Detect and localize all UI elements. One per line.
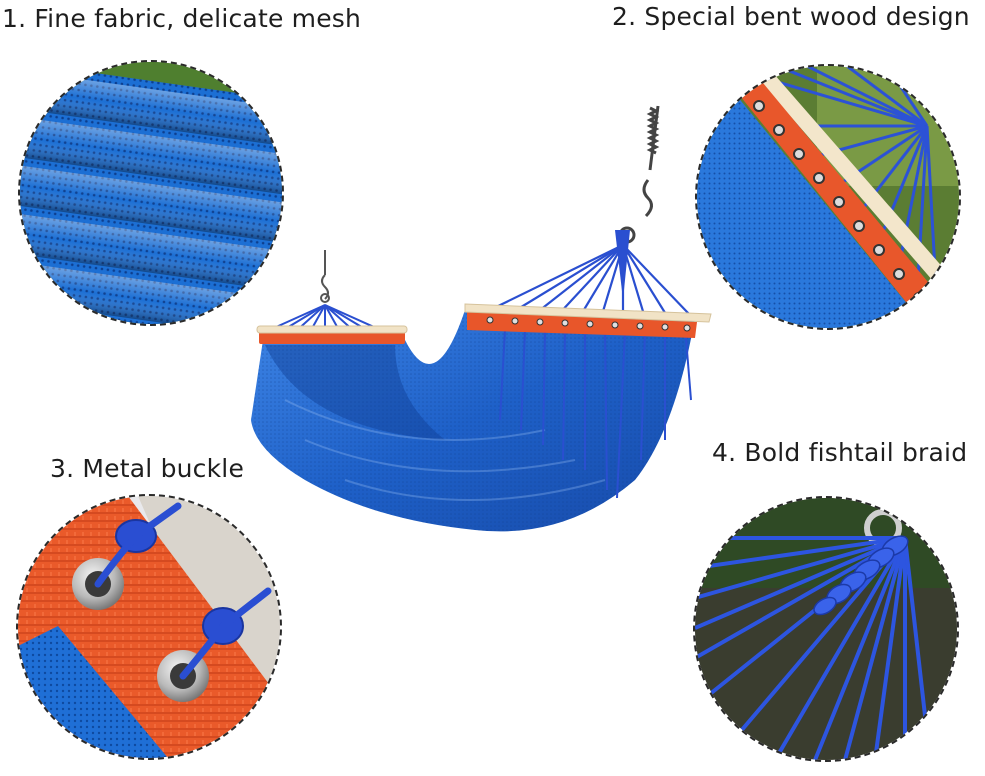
caption-bent-wood: 2. Special bent wood design — [612, 2, 970, 31]
detail-ring-4 — [693, 496, 959, 762]
caption-fishtail-braid: 4. Bold fishtail braid — [712, 438, 968, 467]
caption-metal-buckle: 3. Metal buckle — [50, 454, 245, 483]
detail-ring-3 — [16, 494, 282, 760]
caption-fine-fabric: 1. Fine fabric, delicate mesh — [2, 4, 362, 33]
detail-ring-1 — [18, 60, 284, 326]
hammock-main-image — [245, 100, 725, 540]
detail-ring-2 — [695, 64, 961, 330]
